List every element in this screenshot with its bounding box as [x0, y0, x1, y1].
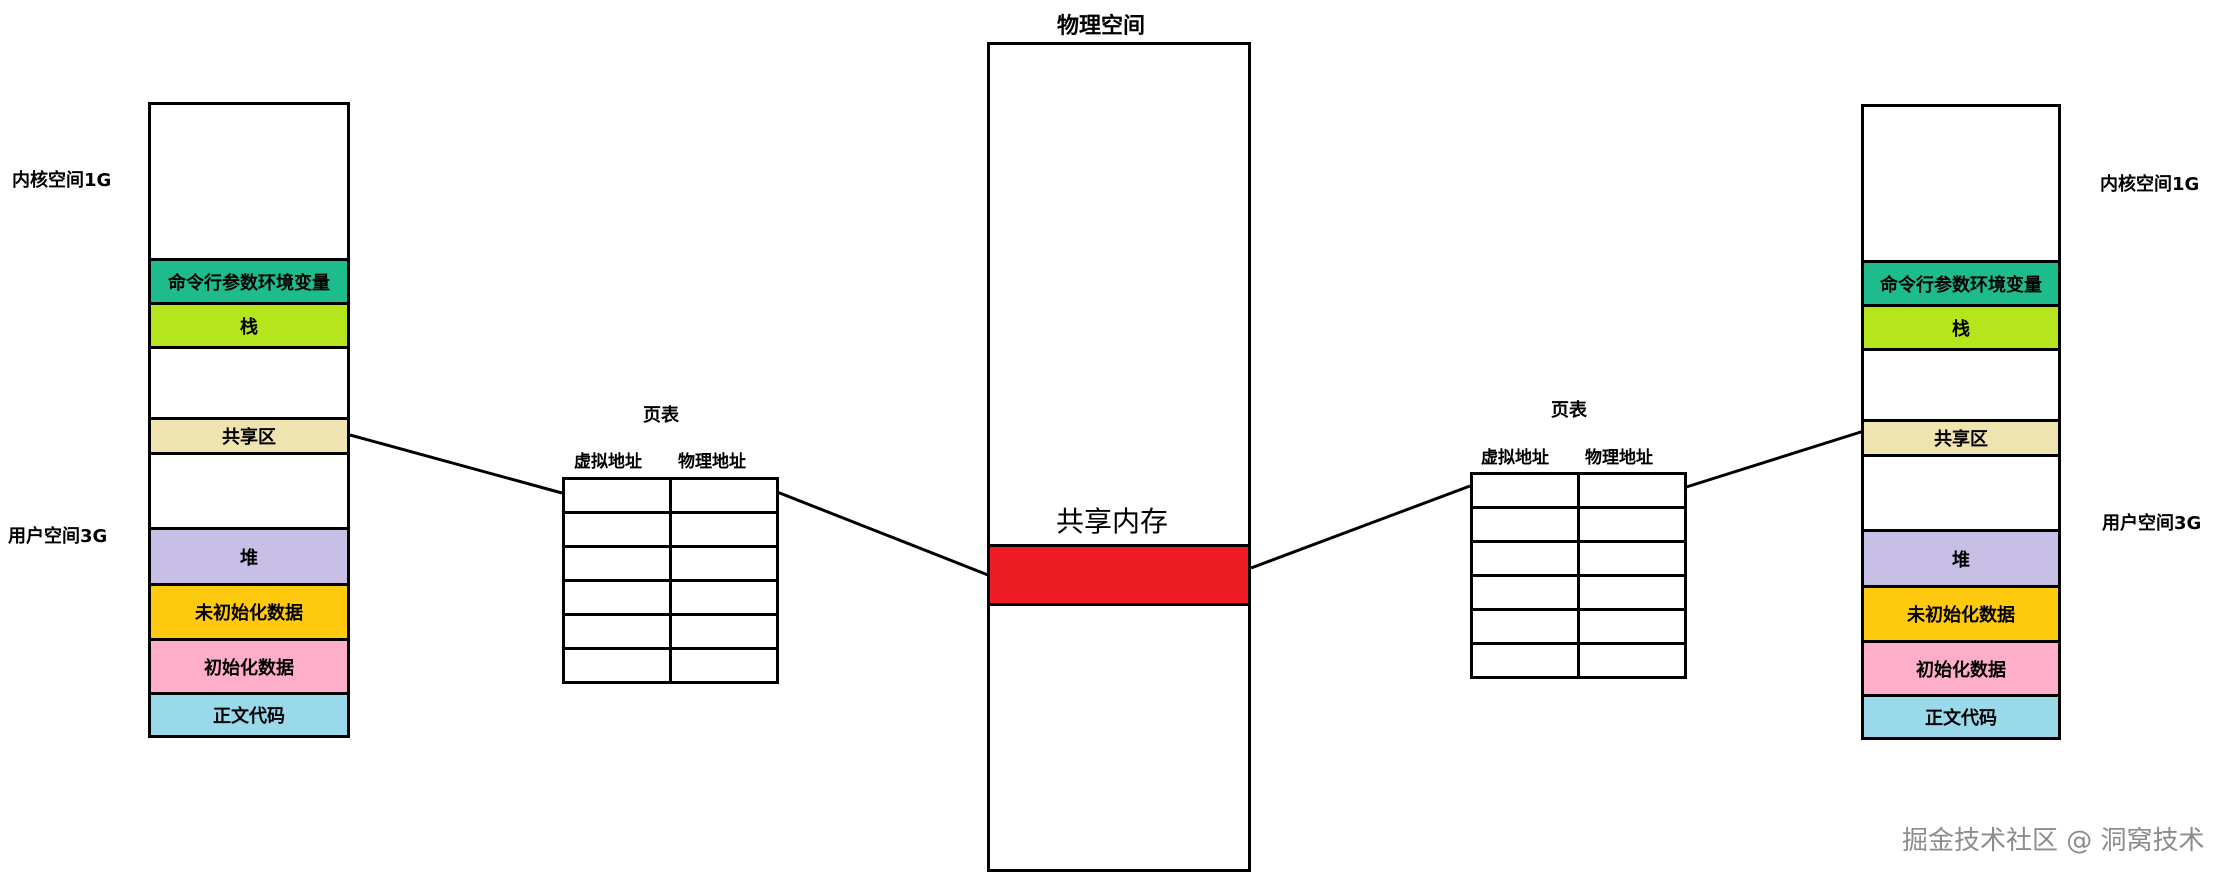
table-cell — [1577, 540, 1687, 577]
table-cell — [1577, 642, 1687, 679]
table-cell — [1470, 472, 1580, 509]
table-cell — [669, 647, 779, 684]
right-heap-region: 堆 — [1864, 529, 2058, 585]
table-row — [562, 647, 779, 684]
right-kernel-space-label: 内核空间1G — [2100, 174, 2200, 195]
left-heap-region: 堆 — [151, 527, 347, 583]
left-bss-region: 未初始化数据 — [151, 583, 347, 638]
left-virtual-address-space: 命令行参数环境变量 栈 共享区 堆 未初始化数据 初始化数据 正文代码 — [148, 102, 350, 738]
right-text-region: 正文代码 — [1864, 694, 2058, 737]
table-cell — [562, 579, 672, 616]
right-user-space-label: 用户空间3G — [2102, 513, 2202, 534]
right-kernel-region — [1864, 107, 2058, 260]
table-cell — [1577, 574, 1687, 611]
right-bss-region: 未初始化数据 — [1864, 585, 2058, 640]
line-memory-to-right-table — [1250, 484, 1471, 570]
table-cell — [669, 579, 779, 616]
table-row — [1470, 540, 1687, 577]
left-col-virtual-header: 虚拟地址 — [574, 452, 642, 472]
right-shared-region: 共享区 — [1864, 419, 2058, 454]
line-left-table-to-memory — [771, 488, 989, 577]
shared-memory-top-border — [990, 544, 1248, 547]
right-cmdline-region: 命令行参数环境变量 — [1864, 260, 2058, 304]
table-cell — [669, 613, 779, 650]
right-page-table — [1470, 472, 1687, 679]
table-cell — [1470, 608, 1580, 645]
right-gap-lower — [1864, 454, 2058, 529]
shared-memory-label: 共享内存 — [1056, 505, 1169, 538]
left-shared-region: 共享区 — [151, 417, 347, 452]
watermark: 掘金技术社区 @ 洞窝技术 — [1902, 826, 2205, 856]
table-cell — [562, 511, 672, 548]
line-right-table-to-shared — [1679, 429, 1865, 491]
table-row — [1470, 574, 1687, 611]
left-stack-region: 栈 — [151, 302, 347, 346]
right-page-table-title: 页表 — [1551, 400, 1587, 421]
table-cell — [562, 477, 672, 514]
left-kernel-region — [151, 105, 347, 258]
right-gap-upper — [1864, 348, 2058, 419]
right-stack-region: 栈 — [1864, 304, 2058, 348]
left-text-region: 正文代码 — [151, 692, 347, 735]
right-col-physical-header: 物理地址 — [1585, 448, 1653, 468]
table-row — [1470, 608, 1687, 645]
shared-memory-bottom-border — [990, 603, 1248, 606]
shared-memory-block — [990, 547, 1248, 603]
left-kernel-space-label: 内核空间1G — [12, 170, 112, 191]
table-cell — [1577, 608, 1687, 645]
table-row — [562, 511, 779, 548]
table-cell — [669, 545, 779, 582]
physical-memory-column — [987, 42, 1251, 872]
table-row — [562, 579, 779, 616]
table-row — [1470, 506, 1687, 543]
table-cell — [1470, 540, 1580, 577]
physical-space-title: 物理空间 — [1057, 14, 1146, 39]
left-gap-upper — [151, 346, 347, 417]
table-cell — [669, 477, 779, 514]
table-cell — [1577, 472, 1687, 509]
left-cmdline-region: 命令行参数环境变量 — [151, 258, 347, 302]
left-gap-lower — [151, 452, 347, 527]
table-row — [562, 545, 779, 582]
table-cell — [1470, 506, 1580, 543]
left-col-physical-header: 物理地址 — [678, 452, 746, 472]
left-data-region: 初始化数据 — [151, 638, 347, 692]
left-page-table — [562, 477, 779, 684]
table-row — [1470, 472, 1687, 509]
right-col-virtual-header: 虚拟地址 — [1481, 448, 1549, 468]
right-virtual-address-space: 命令行参数环境变量 栈 共享区 堆 未初始化数据 初始化数据 正文代码 — [1861, 104, 2061, 740]
table-cell — [562, 647, 672, 684]
table-cell — [1577, 506, 1687, 543]
table-cell — [562, 613, 672, 650]
right-data-region: 初始化数据 — [1864, 640, 2058, 694]
left-page-table-title: 页表 — [643, 405, 679, 426]
table-row — [562, 613, 779, 650]
table-cell — [1470, 642, 1580, 679]
table-cell — [562, 545, 672, 582]
table-cell — [669, 511, 779, 548]
table-row — [562, 477, 779, 514]
left-user-space-label: 用户空间3G — [8, 526, 108, 547]
table-row — [1470, 642, 1687, 679]
line-left-shared-to-table — [349, 433, 563, 495]
table-cell — [1470, 574, 1580, 611]
